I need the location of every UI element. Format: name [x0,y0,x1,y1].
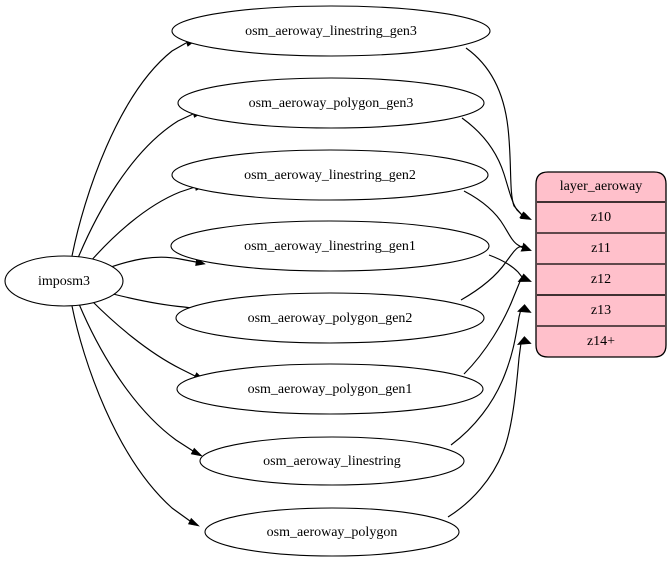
node-label: osm_aeroway_polygon_gen2 [248,311,413,326]
edge-imposm3-to-linestring-gen1 [107,256,206,269]
table-row-z11[interactable]: z11 [537,241,665,265]
node-shape[interactable] [175,292,485,344]
edge-path [107,256,197,269]
edge-imposm3-to-linestring-gen3 [71,39,197,257]
table-row-label: z13 [591,303,611,318]
node-osm-aeroway-polygon-gen1[interactable]: osm_aeroway_polygon_gen1 [176,363,484,415]
table-header-label: layer_aeroway [560,179,642,194]
table-row-label: z11 [591,241,611,256]
edge-path [461,117,524,217]
table-row-label: z12 [591,272,611,287]
edge-polygon-to-z14 [447,336,532,518]
node-shape[interactable] [171,5,491,57]
node-shape[interactable] [199,436,465,486]
arrow-head-icon [517,304,532,313]
edge-path [71,42,187,257]
table-header-row[interactable]: layer_aeroway [537,179,665,203]
node-osm-aeroway-linestring-gen2[interactable]: osm_aeroway_linestring_gen2 [171,149,489,201]
edge-path [488,254,523,278]
edge-polygon-gen1-to-z12 [463,273,532,375]
edge-path [465,47,523,216]
node-imposm3[interactable]: imposm3 [4,255,124,307]
edge-path [112,293,200,310]
node-shape[interactable] [170,220,490,272]
edge-path [463,190,524,249]
edge-path [78,303,194,452]
ellipse-nodes-group: osm_aeroway_linestring_gen3 osm_aeroway_… [170,5,491,557]
node-osm-aeroway-polygon-gen3[interactable]: osm_aeroway_polygon_gen3 [177,77,485,129]
arrow-head-icon [516,336,532,345]
node-osm-aeroway-polygon[interactable]: osm_aeroway_polygon [204,507,460,557]
edge-path [77,113,194,259]
table-row-label: z10 [591,210,611,225]
edges-to-table-group [447,47,532,518]
arrow-head-icon [517,273,532,282]
node-label: osm_aeroway_polygon_gen1 [248,382,413,397]
edge-polygon-gen3-to-z10 [461,117,532,220]
edge-path [71,305,191,522]
edge-linestring-gen3-to-z10 [465,47,532,220]
edge-path [447,342,522,518]
edge-path [460,245,525,301]
node-label: osm_aeroway_polygon [267,525,398,540]
node-shape[interactable] [204,507,460,557]
edge-linestring-to-z13 [450,304,532,446]
table-row-z12[interactable]: z12 [537,272,665,296]
node-shape[interactable] [177,77,485,129]
table-row-z10[interactable]: z10 [537,210,665,234]
table-row-z13[interactable]: z13 [537,303,665,327]
node-layer-aeroway-table[interactable]: layer_aeroway z10 z11 z12 z13 [535,171,667,358]
edge-imposm3-to-linestring [78,303,203,457]
node-osm-aeroway-linestring-gen3[interactable]: osm_aeroway_linestring_gen3 [171,5,491,57]
node-label: osm_aeroway_linestring_gen3 [245,24,417,39]
node-osm-aeroway-linestring-gen1[interactable]: osm_aeroway_linestring_gen1 [170,220,490,272]
node-label: osm_aeroway_linestring_gen2 [244,168,416,183]
node-osm-aeroway-linestring[interactable]: osm_aeroway_linestring [199,436,465,486]
arrow-head-icon [520,212,532,220]
node-label: osm_aeroway_linestring [263,454,401,469]
node-label: imposm3 [38,274,90,289]
table-row-z14[interactable]: z14+ [587,334,615,349]
table-row-label: z14+ [587,334,615,349]
edge-path [91,300,196,377]
node-shape[interactable] [176,363,484,415]
node-label: osm_aeroway_linestring_gen1 [244,239,416,254]
node-label: osm_aeroway_polygon_gen3 [249,96,414,111]
edge-path [463,278,522,375]
node-shape[interactable] [171,149,489,201]
edge-path [450,308,522,446]
edge-polygon-gen2-to-z11 [460,242,532,301]
arrow-head-icon [522,242,532,251]
node-shape[interactable] [4,255,124,307]
arrow-head-icon [190,447,203,457]
edge-imposm3-to-polygon [71,305,200,527]
node-osm-aeroway-polygon-gen2[interactable]: osm_aeroway_polygon_gen2 [175,292,485,344]
edge-path [89,186,196,263]
arrow-head-icon [187,517,200,527]
